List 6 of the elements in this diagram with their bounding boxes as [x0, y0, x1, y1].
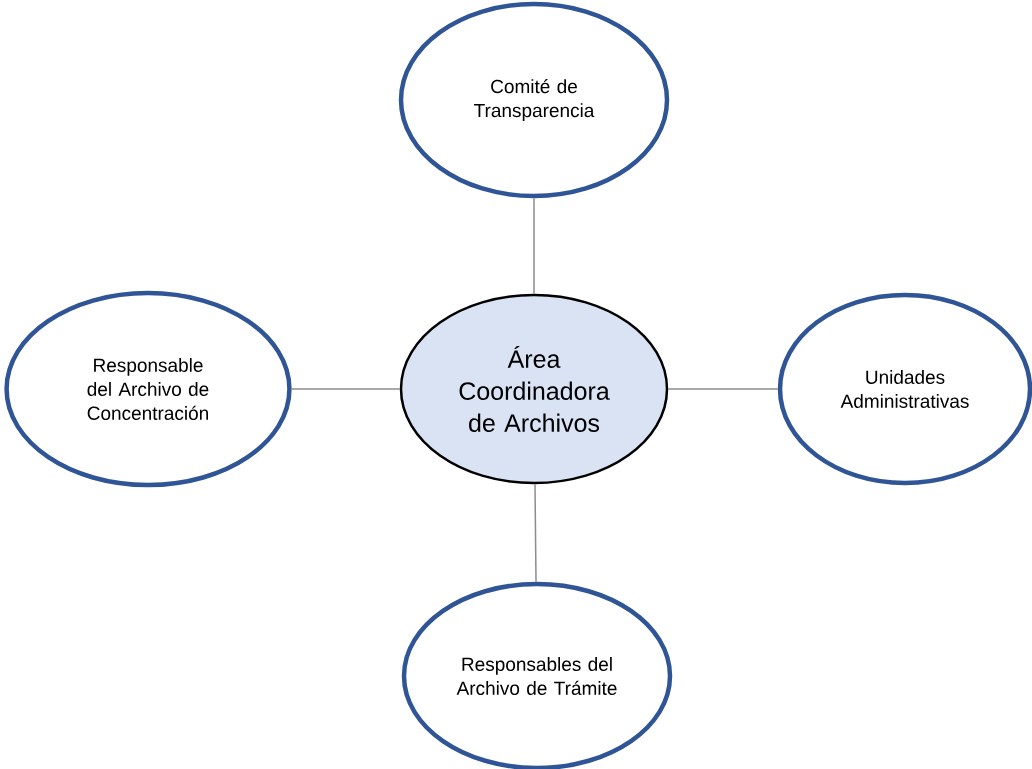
- connector-line: [290, 388, 401, 390]
- connector-line: [533, 197, 535, 295]
- ellipse-node: Responsable del Archivo de Concentración: [4, 290, 292, 488]
- connector-line: [667, 388, 779, 390]
- connector-line: [534, 483, 537, 583]
- ellipse-node: Comité de Transparencia: [398, 1, 670, 199]
